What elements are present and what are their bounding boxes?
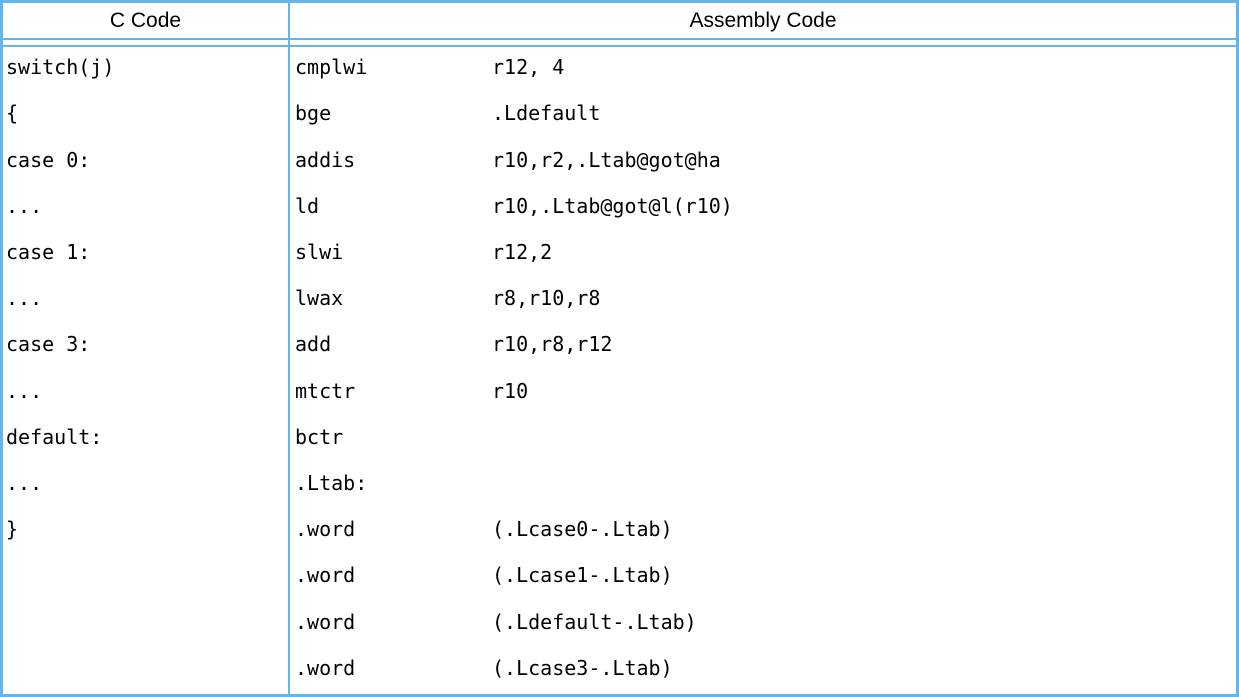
assembly-mnemonic: cmplwi bbox=[295, 55, 368, 80]
assembly-operands: r10,.Ltab@got@l(r10) bbox=[492, 193, 733, 218]
assembly-cell: .word (.Lcase0-.Ltab) bbox=[290, 509, 1236, 555]
assembly-cell: bge .Ldefault bbox=[290, 93, 1236, 139]
assembly-operands: .Ldefault bbox=[492, 101, 601, 126]
assembly-cell: lwax r8,r10,r8 bbox=[290, 278, 1236, 324]
assembly-cell: slwi r12,2 bbox=[290, 232, 1236, 278]
assembly-cell: cmplwi r12, 4 bbox=[290, 47, 1236, 93]
assembly-cell: add r10,r8,r12 bbox=[290, 324, 1236, 370]
assembly-operands: (.Lcase1-.Ltab) bbox=[492, 563, 673, 588]
assembly-mnemonic: bctr bbox=[295, 424, 344, 449]
assembly-operands: (.Lcase3-.Ltab) bbox=[492, 655, 673, 680]
c-code-cell: switch(j) bbox=[3, 47, 290, 94]
assembly-mnemonic: .Ltab: bbox=[295, 471, 368, 496]
assembly-operands: r8,r10,r8 bbox=[492, 286, 601, 311]
assembly-mnemonic: addis bbox=[295, 147, 356, 172]
c-code-cell: ... bbox=[3, 370, 290, 417]
assembly-operands: r10 bbox=[492, 378, 529, 403]
c-code-cell: case 1: bbox=[3, 231, 290, 279]
assembly-mnemonic: .word bbox=[295, 563, 356, 588]
assembly-mnemonic: .word bbox=[295, 655, 356, 680]
assembly-operands: r12, 4 bbox=[492, 55, 565, 80]
assembly-cell: .Ltab: bbox=[290, 463, 1236, 509]
assembly-mnemonic: .word bbox=[295, 517, 356, 542]
c-code-cell bbox=[3, 601, 290, 648]
assembly-operands: r10,r8,r12 bbox=[492, 332, 613, 357]
assembly-cell: .word (.Lcase3-.Ltab) bbox=[290, 648, 1236, 694]
assembly-cell: mtctr r10 bbox=[290, 371, 1236, 417]
assembly-cell: ld r10,.Ltab@got@l(r10) bbox=[290, 186, 1236, 232]
assembly-cell: addis r10,r2,.Ltab@got@ha bbox=[290, 139, 1236, 185]
assembly-mnemonic: slwi bbox=[295, 239, 344, 264]
assembly-operands: (.Ldefault-.Ltab) bbox=[492, 609, 697, 634]
c-code-cell: case 3: bbox=[3, 324, 290, 371]
assembly-operands: (.Lcase0-.Ltab) bbox=[492, 517, 673, 542]
header-separator-right bbox=[290, 40, 1236, 47]
assembly-mnemonic: lwax bbox=[295, 286, 344, 311]
c-code-cell: default: bbox=[3, 416, 290, 463]
assembly-operands: r10,r2,.Ltab@got@ha bbox=[492, 147, 721, 172]
c-code-cell: case 0: bbox=[3, 139, 290, 186]
header-separator-left bbox=[3, 40, 290, 47]
c-code-cell bbox=[3, 555, 290, 602]
c-code-cell: ... bbox=[3, 462, 290, 510]
assembly-operands: r12,2 bbox=[492, 239, 553, 264]
c-code-cell: } bbox=[3, 509, 290, 556]
c-code-cell: ... bbox=[3, 185, 290, 232]
column-header-assembly-code: Assembly Code bbox=[290, 3, 1236, 40]
c-code-cell bbox=[3, 647, 290, 694]
assembly-mnemonic: mtctr bbox=[295, 378, 356, 403]
assembly-cell: bctr bbox=[290, 417, 1236, 463]
column-header-c-code: C Code bbox=[3, 3, 290, 40]
assembly-cell: .word (.Lcase1-.Ltab) bbox=[290, 555, 1236, 601]
assembly-mnemonic: bge bbox=[295, 101, 332, 126]
assembly-mnemonic: .word bbox=[295, 609, 356, 634]
c-code-cell: { bbox=[3, 93, 290, 140]
assembly-cell: .word (.Ldefault-.Ltab) bbox=[290, 602, 1236, 648]
assembly-mnemonic: add bbox=[295, 332, 332, 357]
assembly-mnemonic: ld bbox=[295, 193, 320, 218]
c-code-cell: ... bbox=[3, 278, 290, 325]
